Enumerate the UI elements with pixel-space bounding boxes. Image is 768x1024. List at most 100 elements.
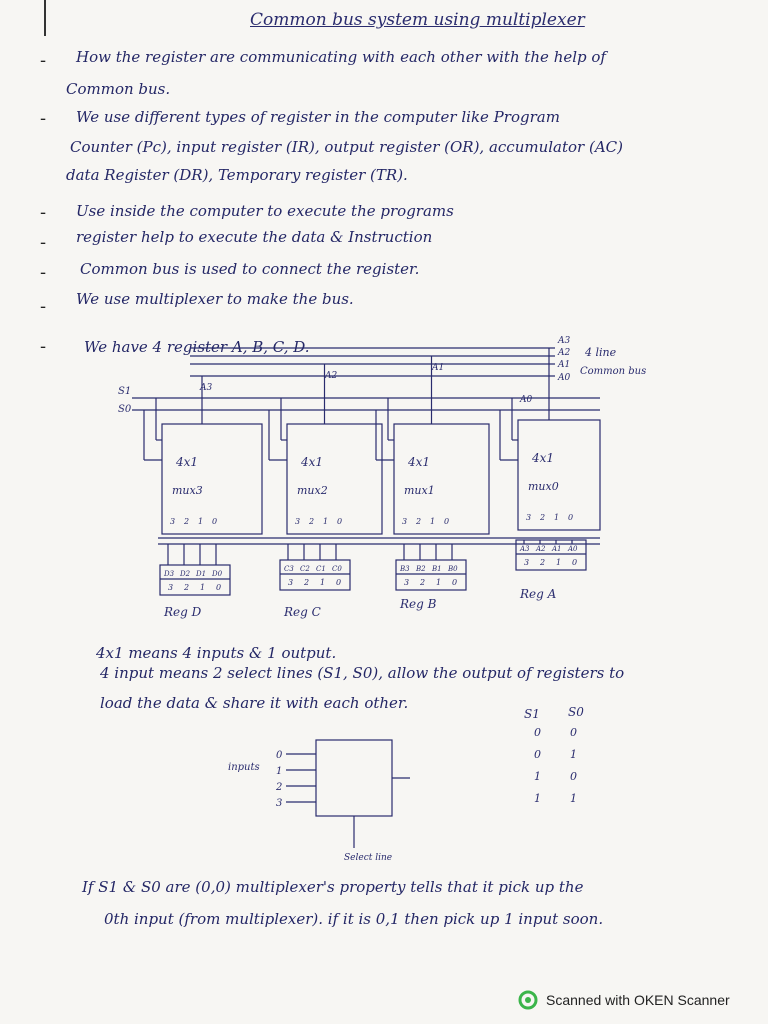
register-bit: B2 <box>415 565 426 573</box>
bullet-dash: - <box>40 262 47 283</box>
mux-pin: 1 <box>198 517 203 526</box>
truth-cell: 0 <box>534 726 541 739</box>
input-pin-label: 3 <box>276 798 282 809</box>
bullet-line: register help to execute the data & Inst… <box>76 228 433 246</box>
mux-name: mux2 <box>297 484 328 497</box>
mux-size-label: 4x1 <box>175 455 198 469</box>
bus-label: A3 <box>557 336 570 346</box>
mux-pin: 0 <box>444 517 449 526</box>
mux-name: mux1 <box>404 484 435 497</box>
register-label: Reg B <box>399 597 437 611</box>
input-pin-label: 1 <box>276 766 282 777</box>
register-bit: D2 <box>179 570 191 578</box>
mux-output-label: A1 <box>431 363 444 373</box>
page-title: Common bus system using multiplexer <box>250 10 585 30</box>
register-bit: C1 <box>316 565 326 573</box>
scanner-watermark: Scanned with OKEN Scanner <box>518 990 730 1010</box>
explain-line: 4 input means 2 select lines (S1, S0), a… <box>100 664 625 682</box>
bullet-line: Counter (Pc), input register (IR), outpu… <box>70 138 624 156</box>
mux-pin: 2 <box>539 513 545 522</box>
mux-box-mux3 <box>161 423 263 535</box>
mux-box-mux2 <box>286 423 383 535</box>
truth-header: S1 <box>524 707 540 721</box>
register-bit: D3 <box>163 570 175 578</box>
inputs-label: inputs <box>228 762 260 773</box>
register-pin: 3 <box>168 583 173 592</box>
register-pin: 2 <box>303 578 309 587</box>
register-pin: 3 <box>288 578 293 587</box>
bullet-dash: - <box>40 202 47 223</box>
register-pin: 0 <box>452 578 457 587</box>
mux-pin: 3 <box>526 513 531 522</box>
bullet-line: We use multiplexer to make the bus. <box>76 290 354 308</box>
select-label: Select line <box>344 853 392 863</box>
mux-pin: 0 <box>337 517 342 526</box>
input-pin-label: 0 <box>276 750 283 761</box>
truth-cell: 1 <box>570 748 577 761</box>
register-pin: 0 <box>336 578 341 587</box>
bullet-line: We use different types of register in th… <box>76 108 560 126</box>
register-pin: 0 <box>572 558 577 567</box>
mux-pin: 0 <box>568 513 573 522</box>
register-bit: A2 <box>535 545 546 553</box>
bus-label: A1 <box>557 360 570 370</box>
explain-line: 4x1 means 4 inputs & 1 output. <box>96 644 337 662</box>
register-pin: 1 <box>436 578 441 587</box>
truth-cell: 1 <box>570 792 577 805</box>
register-bit: A1 <box>551 545 562 553</box>
register-pin: 1 <box>320 578 325 587</box>
mux-pin: 2 <box>183 517 189 526</box>
scanner-text: Scanned with OKEN Scanner <box>546 992 730 1008</box>
bus-label: A0 <box>557 373 570 383</box>
register-bit: B0 <box>447 565 458 573</box>
bus-label: A2 <box>557 348 570 358</box>
truth-cell: 0 <box>570 770 577 783</box>
bullet-dash: - <box>40 50 47 71</box>
register-box <box>279 559 351 591</box>
mux-size-label: 4x1 <box>300 455 323 469</box>
register-pin: 1 <box>200 583 205 592</box>
register-bit: A0 <box>567 545 578 553</box>
bullet-line: We have 4 register A, B, C, D. <box>84 338 310 356</box>
mux-pin: 3 <box>170 517 175 526</box>
register-bit: A3 <box>519 545 530 553</box>
mux-pin: 1 <box>554 513 559 522</box>
bullet-line: Use inside the computer to execute the p… <box>76 202 454 220</box>
mux-pin: 1 <box>430 517 435 526</box>
mux-output-label: A0 <box>519 395 532 405</box>
register-pin: 3 <box>524 558 529 567</box>
truth-cell: 1 <box>534 770 541 783</box>
bullet-line: data Register (DR), Temporary register (… <box>66 166 408 184</box>
mux-pin: 3 <box>295 517 300 526</box>
mux-name: mux3 <box>172 484 203 497</box>
mux-pin: 0 <box>212 517 217 526</box>
mux-symbol-box <box>315 739 393 817</box>
truth-header: S0 <box>568 705 584 719</box>
mux-box-mux0 <box>517 419 601 531</box>
bullet-line: How the register are communicating with … <box>76 48 606 66</box>
register-pin: 2 <box>539 558 545 567</box>
register-bit: D1 <box>195 570 206 578</box>
bus-note-common: Common bus <box>580 366 646 377</box>
register-label: Reg C <box>283 605 321 619</box>
register-box <box>395 559 467 591</box>
mux-output-label: A3 <box>199 383 212 393</box>
mux-size-label: 4x1 <box>531 451 554 465</box>
mux-pin: 2 <box>415 517 421 526</box>
register-bit: B1 <box>431 565 442 573</box>
register-pin: 3 <box>404 578 409 587</box>
mux-output-label: A2 <box>324 371 337 381</box>
mux-box-mux1 <box>393 423 490 535</box>
mux-pin: 2 <box>308 517 314 526</box>
truth-cell: 0 <box>534 748 541 761</box>
bullet-line: Common bus. <box>66 80 171 98</box>
register-pin: 0 <box>216 583 221 592</box>
register-pin: 2 <box>419 578 425 587</box>
register-label: Reg A <box>519 587 557 601</box>
mux-pin: 3 <box>402 517 407 526</box>
register-bit: C3 <box>284 565 294 573</box>
bullet-dash: - <box>40 296 47 317</box>
register-box <box>159 564 231 596</box>
register-pin: 1 <box>556 558 561 567</box>
